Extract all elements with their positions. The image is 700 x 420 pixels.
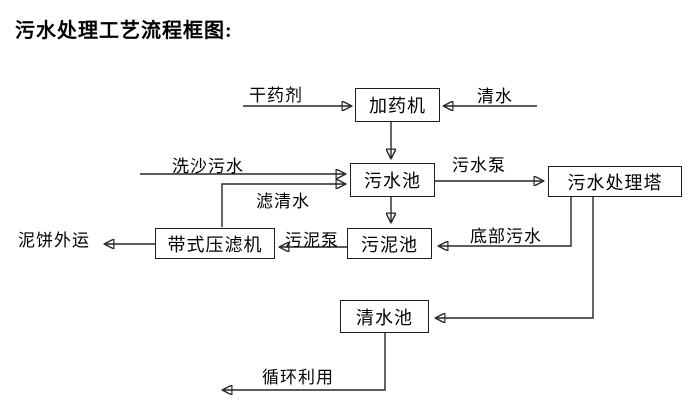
edge-label-sewage-pump: 污水泵 bbox=[452, 156, 506, 175]
edge-label-sand-washing-sewage: 洗沙污水 bbox=[172, 157, 244, 176]
edge-label-sludge-pump: 污泥泵 bbox=[285, 231, 339, 250]
node-clean-water-pool: 清水池 bbox=[340, 300, 429, 333]
edge-label-mud-cake-out: 泥饼外运 bbox=[18, 231, 90, 250]
edge-filtered-water-line bbox=[221, 184, 344, 227]
node-sludge-pool: 污泥池 bbox=[347, 228, 432, 259]
edge-recycle-line bbox=[224, 333, 386, 390]
edge-label-recycle-use: 循环利用 bbox=[262, 368, 334, 387]
node-belt-filter-press: 带式压滤机 bbox=[155, 228, 275, 259]
edge-label-bottom-sewage: 底部污水 bbox=[470, 227, 542, 246]
node-treatment-tower: 污水处理塔 bbox=[548, 166, 682, 197]
node-sewage-pool: 污水池 bbox=[350, 163, 435, 197]
edge-label-filtered-water: 滤清水 bbox=[256, 192, 310, 211]
edge-tower-to-clean-pool-line bbox=[437, 196, 594, 318]
edge-label-dry-agent: 干药剂 bbox=[249, 86, 303, 105]
node-dosing-machine: 加药机 bbox=[355, 88, 440, 122]
diagram-title: 污水处理工艺流程框图: bbox=[15, 20, 233, 42]
edge-bottom-sewage-line bbox=[440, 196, 572, 246]
edge-label-clean-water: 清水 bbox=[477, 87, 513, 106]
